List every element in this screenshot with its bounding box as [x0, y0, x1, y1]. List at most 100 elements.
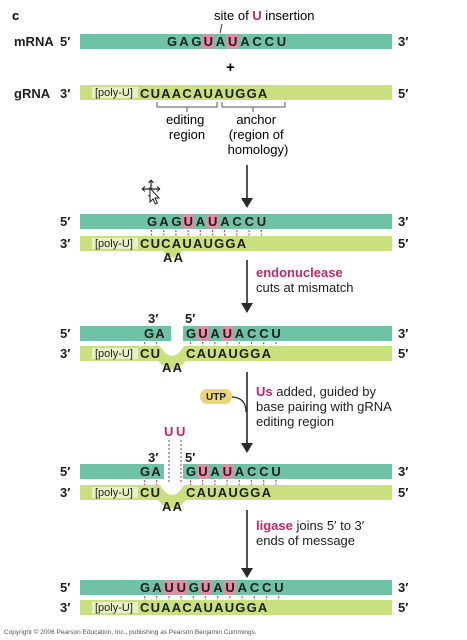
step1-grna-sequence: CUCAUAUGGA: [140, 236, 247, 251]
step3-mrna-right: [183, 464, 392, 479]
utp-badge: [200, 389, 232, 404]
nucleotide: U: [201, 580, 212, 595]
step1-bot-5-prime: 5′: [398, 236, 408, 251]
nucleotide: C: [250, 580, 261, 595]
nucleotide: G: [171, 214, 182, 229]
step1-loop-aa: AA: [163, 250, 184, 265]
nucleotide: U: [204, 34, 215, 49]
nucleotide: U: [225, 580, 236, 595]
nucleotide: C: [247, 464, 258, 479]
nucleotide: U: [184, 214, 195, 229]
step3-grna-right: CAUAUGGA: [186, 485, 272, 500]
anchor-label: anchor (region of homology): [228, 112, 289, 157]
step4-top-5-prime: 5′: [60, 580, 70, 595]
utp-label: UTP: [206, 392, 226, 403]
step3-left-3-prime: 3′: [148, 450, 158, 465]
step3-bot-3-prime: 3′: [60, 485, 70, 500]
nucleotide: A: [216, 34, 227, 49]
step2-grna-right: CAUAUGGA: [186, 346, 272, 361]
nucleotide: U: [257, 214, 268, 229]
step3-added-u-1: U: [164, 424, 175, 439]
site-of-u-insertion-label: site of U insertion: [214, 8, 314, 23]
step1-top-3-prime: 3′: [398, 214, 408, 229]
anchor-bracket: [221, 102, 286, 108]
step4-grna-strand: [80, 600, 392, 615]
nucleotide: G: [189, 580, 200, 595]
step2-base-pair-lines: [143, 342, 277, 346]
nucleotide: U: [198, 464, 209, 479]
arrow-4: [241, 510, 253, 578]
mrna-label: mRNA: [14, 34, 54, 49]
panel-label: c: [12, 8, 19, 23]
nucleotide: A: [238, 580, 249, 595]
inserted-u-highlight: [206, 214, 219, 229]
mrna-5-prime: 5′: [60, 34, 70, 49]
us-added-caption-line2: base pairing with gRNA: [256, 399, 392, 414]
step2-bot-5-prime: 5′: [398, 346, 408, 361]
step2-polyu: [poly-U]: [95, 348, 133, 360]
copyright-notice: Copyright © 2006 Pearson Education, Inc.…: [4, 628, 257, 636]
step3-loop-aa: AA: [162, 499, 183, 514]
ligase-caption-line1: ligase joins 5′ to 3′: [256, 518, 365, 533]
step2-grna-left: CU: [140, 346, 161, 361]
us-added-caption-line3: editing region: [256, 414, 334, 429]
nucleotide: A: [179, 34, 190, 49]
step2-grna-strand: [80, 346, 392, 370]
step1-grna-strand: [80, 236, 392, 258]
grna-strand: [80, 85, 392, 100]
inserted-u-highlight: [223, 580, 236, 595]
polyu-box: [92, 87, 138, 98]
step2-top-5-prime: 5′: [60, 326, 70, 341]
step2-right-5-prime: 5′: [185, 311, 195, 326]
nucleotide: U: [177, 580, 188, 595]
arrow-3: [230, 372, 253, 453]
grna-5-prime: 5′: [398, 86, 408, 101]
nucleotide: U: [228, 34, 239, 49]
cuts-at-mismatch-label: cuts at mismatch: [256, 280, 354, 295]
inserted-u-highlight: [182, 214, 195, 229]
arrow-2: [241, 260, 253, 313]
arrow-1: [241, 165, 253, 208]
step4-top-3-prime: 3′: [398, 580, 408, 595]
ligase-caption-line2: ends of message: [256, 533, 355, 548]
inserted-u-highlight: [221, 464, 234, 479]
step4-polyu: [poly-U]: [95, 602, 133, 614]
nucleotide: G: [140, 580, 151, 595]
grna-label: gRNA: [14, 86, 51, 101]
nucleotide: C: [232, 214, 243, 229]
nucleotide: A: [210, 326, 221, 341]
polyu-label: [poly-U]: [95, 87, 133, 99]
nucleotide: U: [271, 464, 282, 479]
nucleotide: A: [213, 580, 224, 595]
step2-left-sequence: GA: [144, 326, 166, 341]
nucleotide: C: [259, 464, 270, 479]
step3-grna-left: CU: [140, 485, 161, 500]
nucleotide: A: [196, 214, 207, 229]
us-added-caption-line1: Us added, guided by: [256, 384, 376, 399]
inserted-u-highlight: [196, 326, 209, 341]
step2-mrna-left: [80, 326, 171, 341]
nucleotide: U: [198, 326, 209, 341]
nucleotide: G: [167, 34, 178, 49]
editing-region-label: editing region: [166, 112, 208, 142]
step1-polyu: [poly-U]: [95, 238, 133, 250]
step4-bot-3-prime: 3′: [60, 600, 70, 615]
step3-mrna-left: [80, 464, 164, 479]
site-pointer-line: [219, 23, 223, 34]
inserted-u-highlight: [199, 580, 212, 595]
editing-region-bracket: [156, 102, 218, 108]
step3-grna-strand: [80, 485, 392, 509]
step1-bot-3-prime: 3′: [60, 236, 70, 251]
nucleotide: G: [147, 214, 158, 229]
step4-bot-5-prime: 5′: [398, 600, 408, 615]
nucleotide: A: [235, 464, 246, 479]
nucleotide: A: [240, 34, 251, 49]
nucleotide: G: [186, 326, 197, 341]
step4-grna-sequence: CUAACAUAUGGA: [140, 600, 269, 615]
